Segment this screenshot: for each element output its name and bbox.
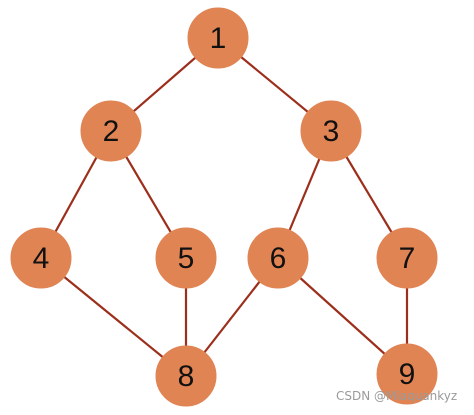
- edge-4-8: [40, 257, 187, 377]
- node-1: 1: [187, 7, 249, 69]
- node-5: 5: [155, 227, 217, 289]
- node-label-1: 1: [210, 22, 227, 55]
- node-label-2: 2: [103, 115, 120, 148]
- node-6: 6: [247, 227, 309, 289]
- node-label-3: 3: [323, 115, 340, 148]
- node-label-9: 9: [399, 358, 416, 391]
- node-circle-5: [155, 227, 217, 289]
- node-8: 8: [155, 345, 217, 407]
- node-label-7: 7: [399, 242, 416, 275]
- node-7: 7: [376, 227, 438, 289]
- node-label-6: 6: [270, 242, 287, 275]
- node-label-5: 5: [178, 242, 195, 275]
- node-circle-2: [80, 100, 142, 162]
- node-circle-1: [187, 7, 249, 69]
- watermark: CSDN @Miaquankyz: [336, 389, 458, 403]
- node-3: 3: [300, 100, 362, 162]
- node-2: 2: [80, 100, 142, 162]
- node-circle-4: [10, 227, 72, 289]
- edges-layer: [40, 37, 409, 377]
- node-circle-8: [155, 345, 217, 407]
- nodes-layer: 1 2 3 4 5 6 7 8 9: [10, 7, 438, 407]
- node-label-8: 8: [178, 360, 195, 393]
- node-9: 9: [376, 343, 438, 405]
- node-label-4: 4: [33, 242, 50, 275]
- node-circle-7: [376, 227, 438, 289]
- node-4: 4: [10, 227, 72, 289]
- node-circle-6: [247, 227, 309, 289]
- node-circle-9: [376, 343, 438, 405]
- node-circle-3: [300, 100, 362, 162]
